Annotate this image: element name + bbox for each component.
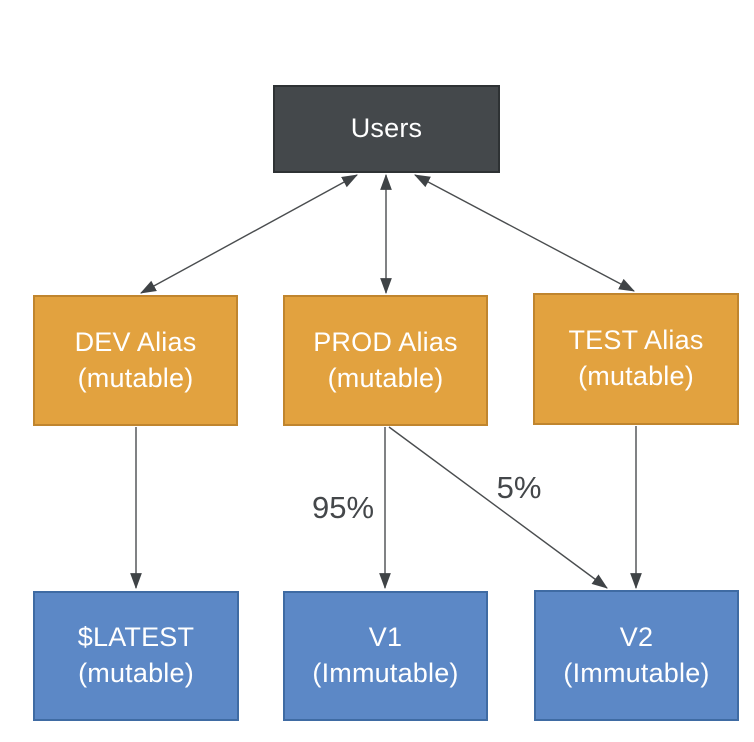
node-test-alias: TEST Alias (mutable) [533,293,739,425]
node-users: Users [273,85,500,173]
node-v2-version-label-line1: V2 [619,621,654,652]
node-dev-alias: DEV Alias (mutable) [33,295,238,426]
node-v2-version: V2 (Immutable) [534,590,739,721]
node-v1-version-label-line1: V1 [368,622,403,653]
node-v1-version-label-line2: (Immutable) [312,658,459,688]
node-dev-alias-label-line1: DEV Alias [74,326,197,357]
node-latest-version: $LATEST (mutable) [33,591,239,721]
edge-users-dev-alias [140,174,358,294]
edge-label-prod-to-v2: 5% [496,470,542,505]
edge-users-test-alias [414,174,635,292]
node-users-label: Users [350,113,423,144]
node-test-alias-label-line1: TEST Alias [568,325,704,356]
edge-label-prod-to-v1: 95% [311,490,375,525]
node-prod-alias: PROD Alias (mutable) [283,295,488,426]
edge-prod-alias-v2 [388,426,608,589]
node-v1-version: V1 (Immutable) [283,591,488,721]
node-v2-version-label-line2: (Immutable) [563,657,710,688]
node-latest-version-label-line1: $LATEST [77,622,195,653]
node-latest-version-label-line2: (mutable) [78,658,194,688]
node-test-alias-label-line2: (mutable) [578,361,694,391]
node-prod-alias-label-line2: (mutable) [327,362,444,393]
node-dev-alias-label-line2: (mutable) [77,362,194,393]
node-prod-alias-label-line1: PROD Alias [313,326,458,357]
